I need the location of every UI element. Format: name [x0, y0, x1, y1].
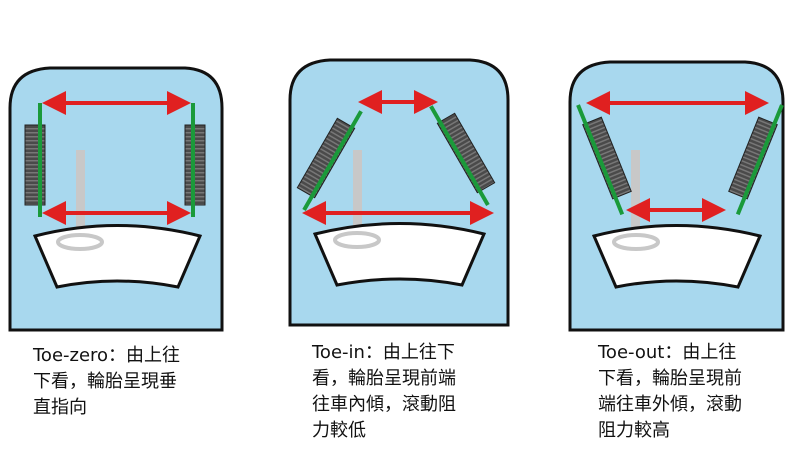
car-toe-zero	[8, 66, 224, 332]
caption-line: 端往車外傾，滾動	[598, 394, 742, 415]
caption-toe-in: Toe-in：由上往下 看，輪胎呈現前端 往車內傾，滾動阻 力較低	[312, 340, 456, 444]
caption-line: Toe-in：由上往下	[312, 342, 455, 363]
caption-line: 直指向	[33, 397, 87, 418]
caption-line: 下看，輪胎呈現前	[598, 368, 742, 389]
caption-line: 力較低	[312, 420, 366, 441]
car-toe-out	[568, 60, 785, 332]
caption-toe-zero: Toe-zero：由上往 下看，輪胎呈現垂 直指向	[33, 343, 180, 421]
caption-line: 看，輪胎呈現前端	[312, 368, 456, 389]
caption-toe-out: Toe-out：由上往 下看，輪胎呈現前 端往車外傾，滾動 阻力較高	[598, 340, 742, 444]
caption-line: 下看，輪胎呈現垂	[33, 371, 177, 392]
caption-line: 往車內傾，滾動阻	[312, 394, 456, 415]
caption-line: 阻力較高	[598, 420, 670, 441]
caption-line: Toe-zero：由上往	[33, 345, 181, 366]
car-toe-in	[288, 58, 510, 327]
caption-line: Toe-out：由上往	[598, 342, 737, 363]
